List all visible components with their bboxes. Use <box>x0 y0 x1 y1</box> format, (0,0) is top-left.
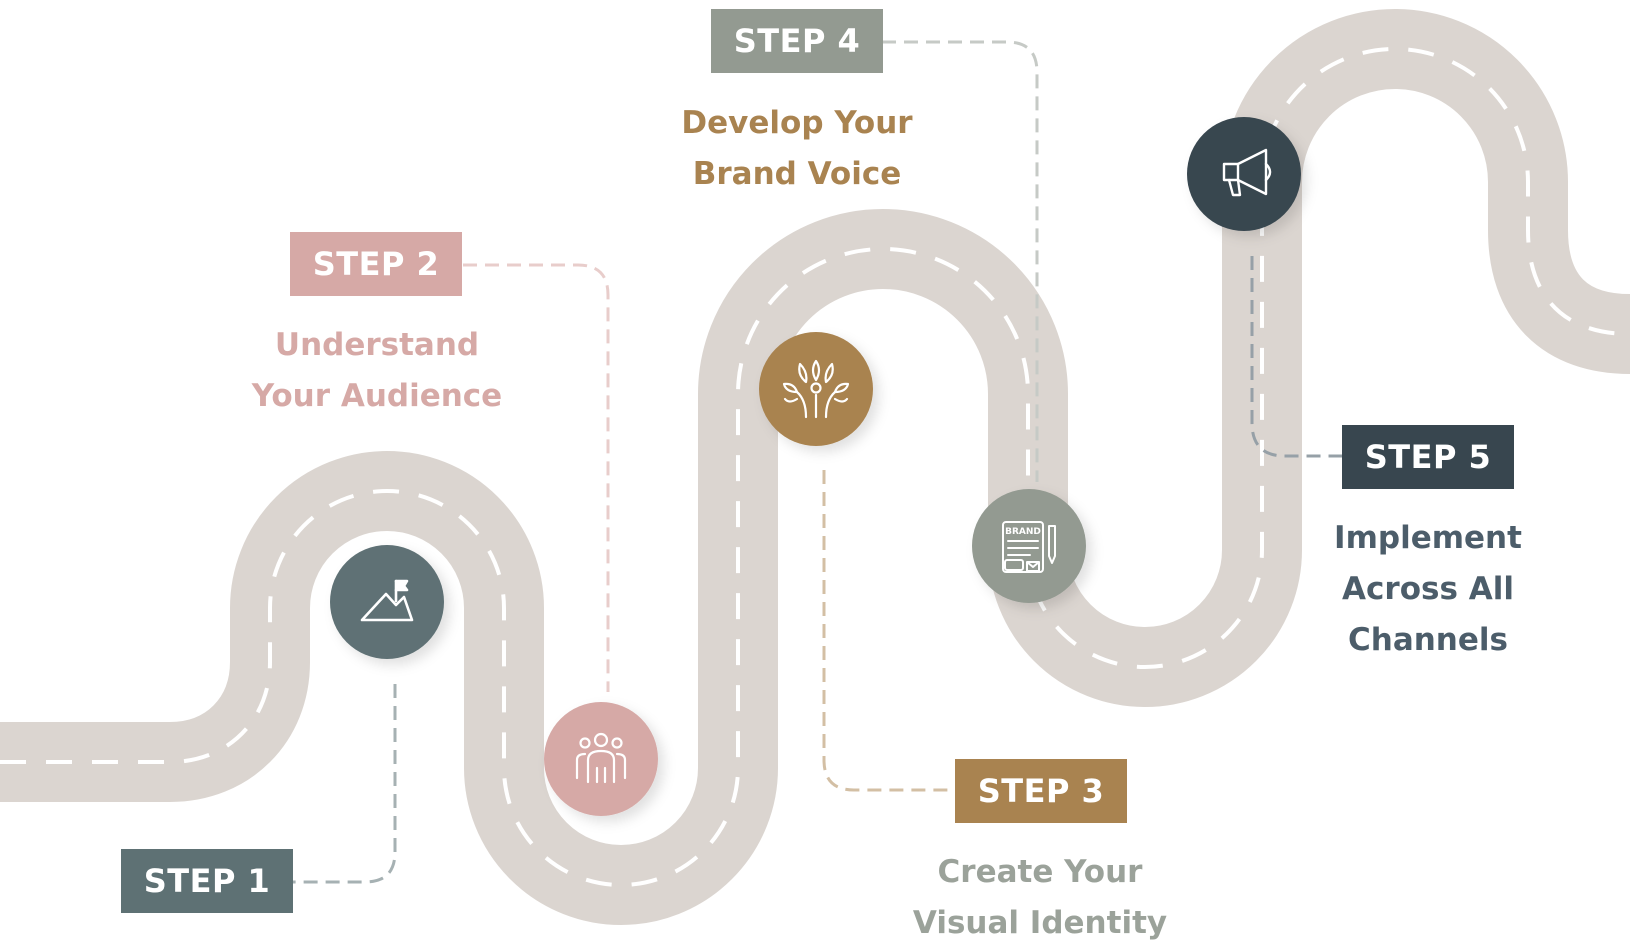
connector-step-2 <box>463 263 610 692</box>
step-4-title-line-1: Develop Your <box>681 105 913 141</box>
step-5-title-line-2: Across All <box>1342 571 1514 607</box>
connector-step-1 <box>292 684 397 884</box>
step-1-badge: STEP 1 <box>121 849 293 913</box>
step-2-marker <box>544 702 658 816</box>
step-3-title: Create Your Visual Identity <box>880 847 1200 949</box>
step-1-marker <box>330 545 444 659</box>
step-2-badge: STEP 2 <box>290 232 462 296</box>
connector-step-3 <box>822 470 956 792</box>
brand-document-icon: BRAND <box>1002 521 1056 573</box>
step-5-marker <box>1187 117 1301 231</box>
mountain-flag-icon <box>360 579 414 622</box>
people-group-icon <box>575 732 627 784</box>
step-2-title-line-1: Understand <box>274 327 480 363</box>
step-5-title-line-3: Channels <box>1348 622 1508 658</box>
step-5-title-line-1: Implement <box>1334 520 1522 556</box>
step-4-badge: STEP 4 <box>711 9 883 73</box>
growth-tree-icon <box>782 359 850 419</box>
brand-icon-label: BRAND <box>1005 527 1041 537</box>
megaphone-icon <box>1222 148 1272 197</box>
connector-step-5 <box>1250 256 1343 458</box>
step-2-title-line-2: Your Audience <box>251 378 503 414</box>
step-3-title-line-1: Create Your <box>937 854 1143 890</box>
step-3-marker <box>759 332 873 446</box>
step-3-title-line-2: Visual Identity <box>912 905 1168 941</box>
step-4-title: Develop Your Brand Voice <box>647 98 947 200</box>
step-4-title-line-2: Brand Voice <box>692 156 902 192</box>
step-2-title: Understand Your Audience <box>227 320 527 422</box>
step-3-badge: STEP 3 <box>955 759 1127 823</box>
step-4-marker: BRAND <box>972 489 1086 603</box>
step-5-title: Implement Across All Channels <box>1278 513 1578 666</box>
step-5-badge: STEP 5 <box>1342 425 1514 489</box>
road-center-dashes <box>0 47 1630 887</box>
